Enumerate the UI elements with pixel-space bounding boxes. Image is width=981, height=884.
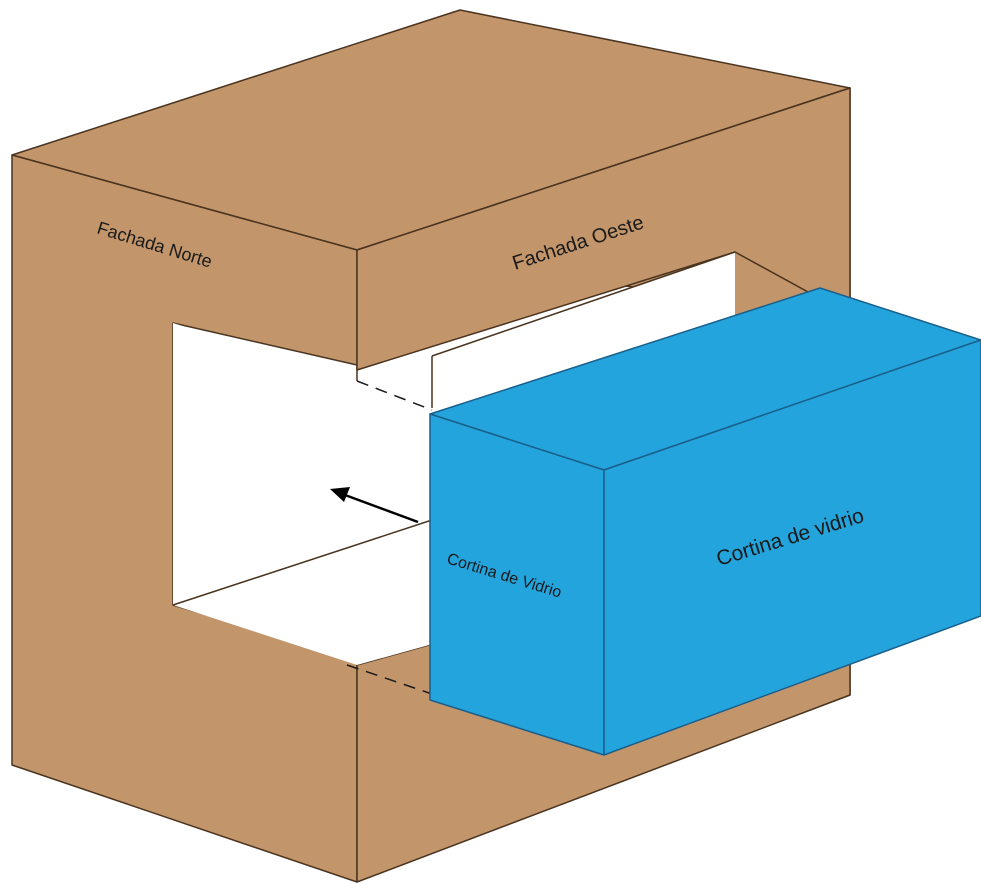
dashed-guide-bottom (346, 664, 433, 695)
opening-left-wall (173, 323, 432, 605)
fachada-oeste-face (356, 87, 851, 371)
opening-edge-line (172, 519, 433, 606)
glass-curtain-block (429, 287, 981, 756)
glass-curtain-front-face (603, 339, 981, 756)
dashed-guide-top (356, 380, 433, 411)
opening-back-top-line (431, 251, 736, 357)
direction-arrow (330, 487, 419, 524)
